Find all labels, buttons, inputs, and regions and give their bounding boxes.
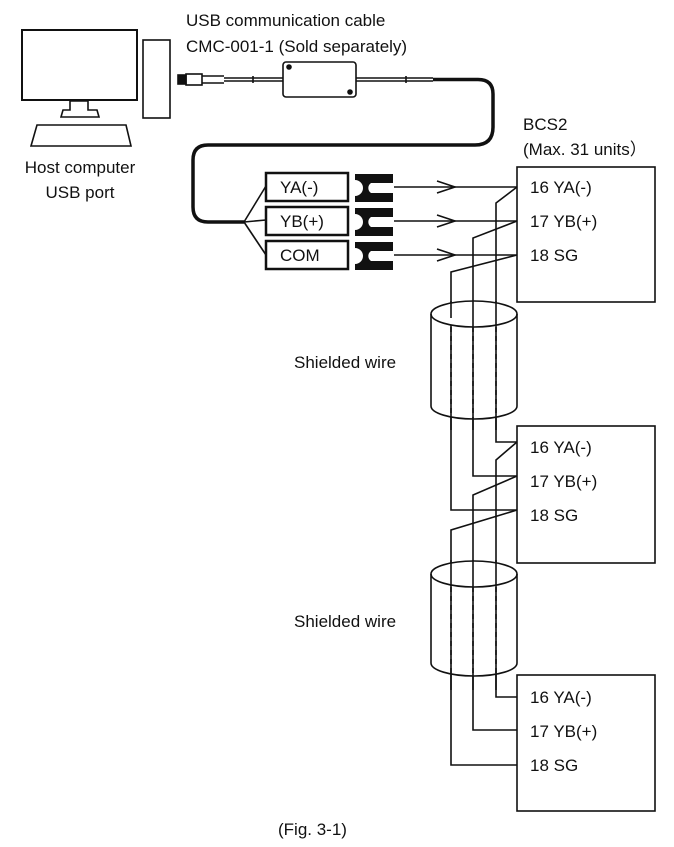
wires-shield2-to-unit3 bbox=[450, 674, 517, 766]
bcs2-unit-1 bbox=[516, 166, 656, 303]
lead-box-com bbox=[264, 239, 350, 271]
unit1-terminal-16: 16 YA(-) bbox=[530, 178, 592, 197]
lead-box-ya bbox=[264, 171, 350, 203]
bcs2-unit-2 bbox=[516, 425, 656, 564]
device-name: BCS2 bbox=[523, 115, 567, 134]
host-computer-icon bbox=[21, 29, 171, 147]
wires-shield1-to-unit2 bbox=[450, 418, 518, 690]
lead-fanout bbox=[243, 185, 267, 256]
unit1-terminal-17: 17 YB(+) bbox=[530, 212, 597, 231]
shield-label-2: Shielded wire bbox=[294, 612, 396, 631]
lead-label-com: COM bbox=[280, 246, 320, 265]
host-label-line2: USB port bbox=[46, 183, 115, 202]
crimp-terminal-icon bbox=[355, 174, 393, 270]
unit3-terminal-16: 16 YA(-) bbox=[530, 688, 592, 707]
cable-label-line2: CMC-001-1 (Sold separately) bbox=[186, 37, 407, 56]
lead-label-yb: YB(+) bbox=[280, 212, 324, 231]
cable-label-line1: USB communication cable bbox=[186, 11, 385, 30]
bcs2-unit-3 bbox=[516, 674, 656, 812]
unit3-terminal-18: 18 SG bbox=[530, 756, 578, 775]
device-note: (Max. 31 units） bbox=[523, 140, 647, 159]
unit3-terminal-17: 17 YB(+) bbox=[530, 722, 597, 741]
lead-arrows bbox=[394, 180, 517, 262]
lead-box-yb bbox=[264, 205, 350, 237]
unit2-terminal-18: 18 SG bbox=[530, 506, 578, 525]
host-label-line1: Host computer bbox=[25, 158, 136, 177]
figure-caption: (Fig. 3-1) bbox=[278, 820, 347, 839]
unit2-terminal-16: 16 YA(-) bbox=[530, 438, 592, 457]
usb-cable-icon bbox=[177, 61, 495, 224]
unit1-terminal-18: 18 SG bbox=[530, 246, 578, 265]
lead-label-ya: YA(-) bbox=[280, 178, 318, 197]
unit2-terminal-17: 17 YB(+) bbox=[530, 472, 597, 491]
shield-cylinder-1 bbox=[430, 300, 518, 420]
shield-cylinder-2 bbox=[430, 560, 518, 677]
shield-label-1: Shielded wire bbox=[294, 353, 396, 372]
